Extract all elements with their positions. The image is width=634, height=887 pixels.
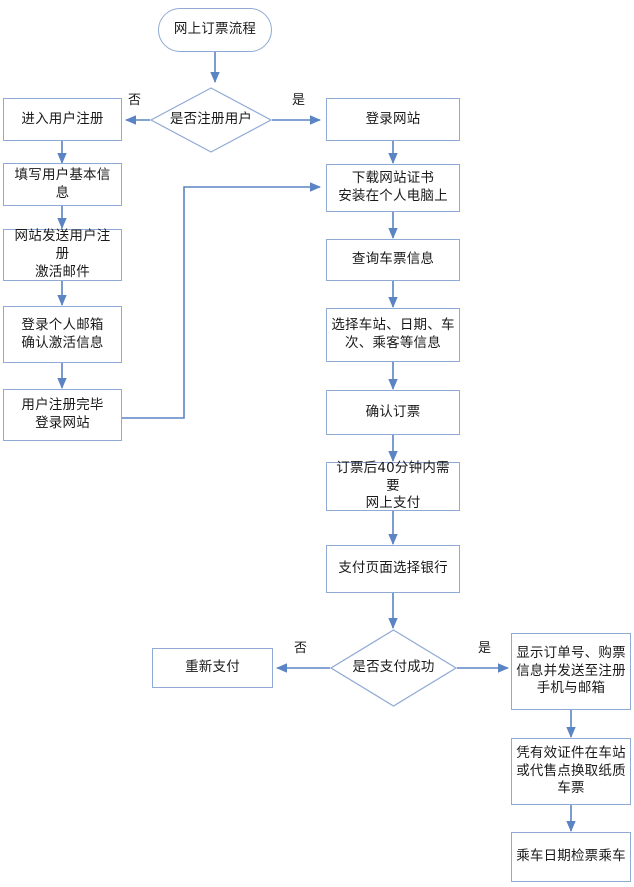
node-show-order-number[interactable]: 显示订单号、购票 信息并发送至注册 手机与邮箱 [511, 633, 631, 710]
node-decision-payment-success-label: 是否支付成功 [352, 659, 435, 676]
node-repay-label: 重新支付 [185, 659, 240, 676]
node-exchange-paper-ticket[interactable]: 凭有效证件在车站 或代售点换取纸质 车票 [511, 738, 631, 805]
node-confirm-booking[interactable]: 确认订票 [326, 390, 460, 435]
node-repay[interactable]: 重新支付 [152, 648, 273, 688]
node-pay-within-40-minutes-label: 订票后40分钟内需要 网上支付 [336, 459, 450, 512]
node-board-train-label: 乘车日期检票乘车 [516, 848, 626, 865]
node-show-order-number-label: 显示订单号、购票 信息并发送至注册 手机与邮箱 [516, 644, 626, 697]
node-select-bank[interactable]: 支付页面选择银行 [326, 545, 460, 593]
node-decision-is-registered-label: 是否注册用户 [169, 111, 253, 128]
edge-regdone-to-downloadcert [122, 182, 321, 419]
node-send-activation-mail[interactable]: 网站发送用户注册 激活邮件 [3, 228, 122, 281]
node-exchange-paper-ticket-label: 凭有效证件在车站 或代售点换取纸质 车票 [516, 744, 626, 797]
node-select-trip-details[interactable]: 选择车站、日期、车 次、乘客等信息 [326, 308, 460, 362]
edge-label-pay-yes: 是 [478, 641, 492, 656]
node-login-personal-mailbox-label: 登录个人邮箱 确认激活信息 [21, 316, 104, 351]
node-registration-complete-label: 用户注册完毕 登录网站 [21, 397, 104, 431]
node-board-train[interactable]: 乘车日期检票乘车 [511, 832, 631, 882]
node-login-website[interactable]: 登录网站 [326, 98, 460, 141]
node-download-certificate[interactable]: 下载网站证书 安装在个人电脑上 [326, 164, 460, 212]
node-registration-complete[interactable]: 用户注册完毕 登录网站 [3, 389, 122, 441]
node-decision-is-registered[interactable]: 是否注册用户 [150, 87, 272, 153]
node-fill-basic-info-label: 填写用户基本信息 [14, 166, 111, 201]
node-download-certificate-label: 下载网站证书 安装在个人电脑上 [338, 170, 448, 204]
node-enter-registration[interactable]: 进入用户注册 [3, 98, 122, 141]
node-login-personal-mailbox[interactable]: 登录个人邮箱 确认激活信息 [3, 306, 122, 363]
node-select-bank-label: 支付页面选择银行 [338, 560, 448, 577]
node-pay-within-40-minutes[interactable]: 订票后40分钟内需要 网上支付 [326, 459, 460, 512]
node-query-ticket-info-label: 查询车票信息 [351, 251, 435, 268]
node-send-activation-mail-label: 网站发送用户注册 激活邮件 [14, 228, 111, 280]
edge-label-pay-no: 否 [294, 641, 308, 656]
edge-label-register-no: 否 [128, 93, 142, 108]
node-enter-registration-label: 进入用户注册 [21, 110, 104, 127]
node-select-trip-details-label: 选择车站、日期、车 次、乘客等信息 [331, 317, 455, 351]
node-start[interactable]: 网上订票流程 [158, 8, 272, 52]
node-start-label: 网上订票流程 [173, 21, 257, 38]
node-query-ticket-info[interactable]: 查询车票信息 [326, 239, 460, 281]
node-login-website-label: 登录网站 [365, 110, 421, 127]
node-confirm-booking-label: 确认订票 [365, 403, 421, 420]
edge-label-register-yes: 是 [292, 93, 306, 108]
node-fill-basic-info[interactable]: 填写用户基本信息 [3, 163, 122, 206]
node-decision-payment-success[interactable]: 是否支付成功 [330, 629, 457, 707]
